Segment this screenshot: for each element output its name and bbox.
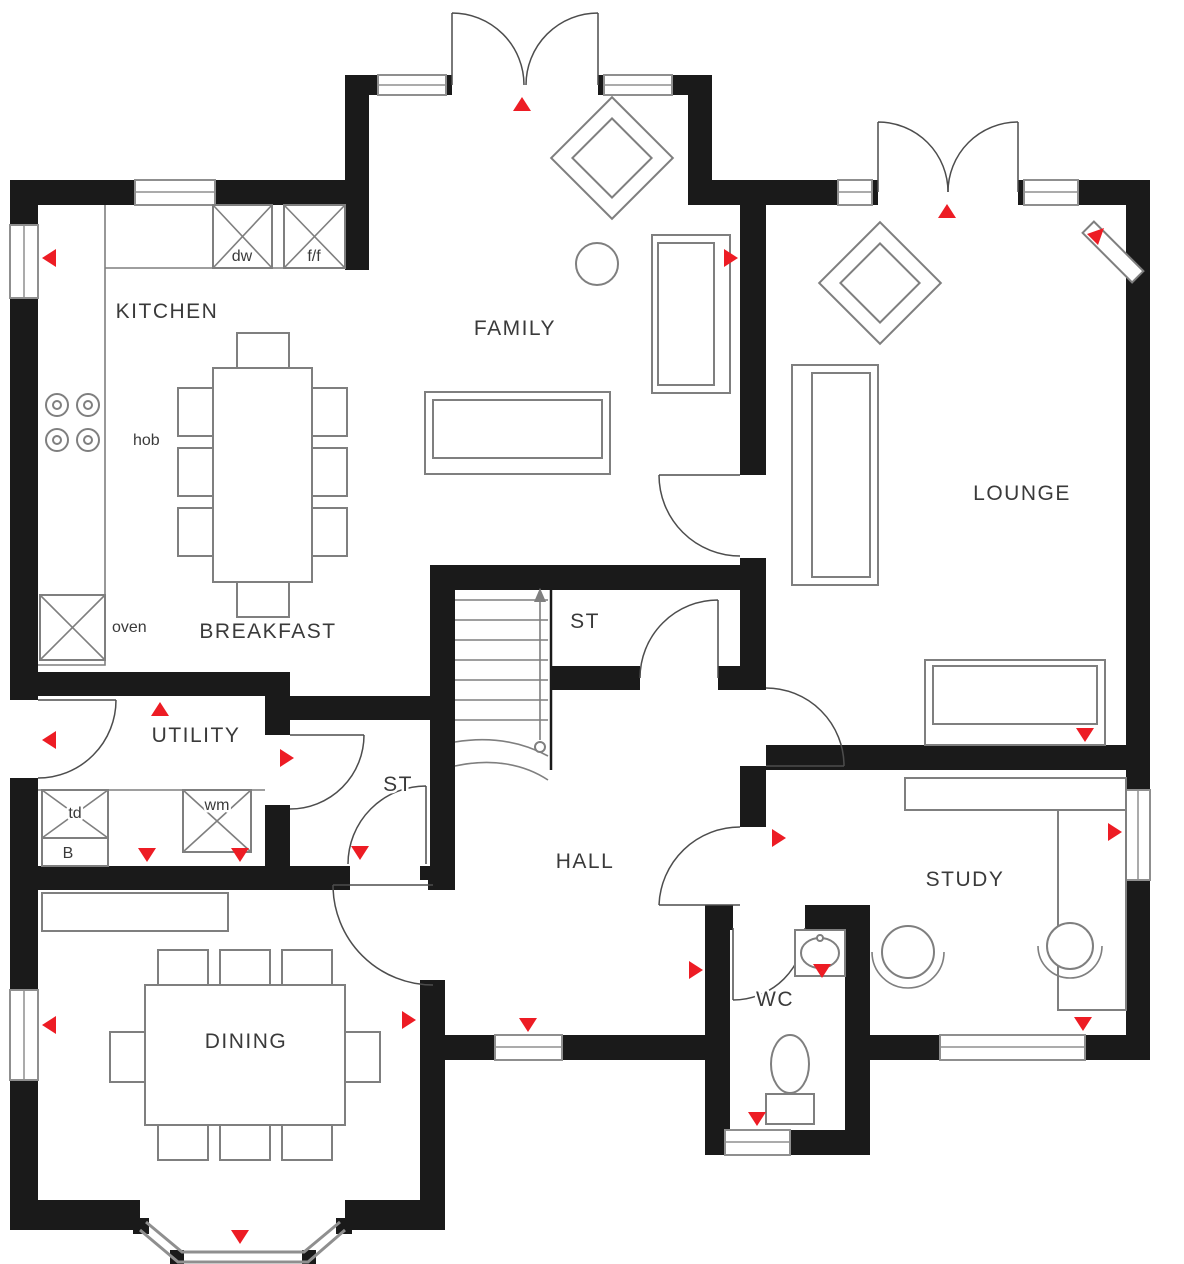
door-lounge: [765, 687, 845, 767]
lounge-sofa-bottom: [924, 659, 1106, 746]
breakfast-table: [177, 332, 348, 618]
wc-toilet: [765, 1034, 815, 1125]
family-armchair: [549, 95, 675, 221]
window: [9, 224, 39, 299]
red-arrow-marker: [813, 964, 831, 978]
label-hob: hob: [133, 432, 160, 449]
red-arrow-marker: [724, 249, 738, 267]
study-chair-1: [871, 925, 945, 989]
room-label-utility: UTILITY: [152, 724, 241, 747]
red-arrow-marker: [231, 848, 249, 862]
staircase: [454, 565, 553, 781]
red-arrow-marker: [748, 1112, 766, 1126]
label-fridge-freezer: f/f: [307, 248, 321, 265]
door-utility-external: [37, 699, 117, 779]
red-arrow-marker: [772, 829, 786, 847]
window: [724, 1129, 791, 1156]
red-arrow-marker: [42, 1016, 56, 1034]
dining-sideboard: [41, 892, 229, 932]
room-label-breakfast: BREAKFAST: [199, 620, 336, 643]
room-label-lounge: LOUNGE: [973, 482, 1071, 505]
window: [603, 74, 673, 96]
door-utility-inner: [289, 734, 365, 810]
window: [939, 1034, 1086, 1061]
french-door-lounge: [877, 121, 1019, 193]
label-dishwasher: dw: [232, 248, 253, 265]
window: [9, 989, 39, 1081]
red-arrow-marker: [1074, 1017, 1092, 1031]
label-washing-machine: wm: [204, 797, 230, 814]
red-arrow-marker: [151, 702, 169, 716]
labels: KITCHEN FAMILY LOUNGE BREAKFAST UTILITY …: [60, 246, 1072, 1056]
family-sofa-right: [651, 234, 731, 394]
dining-table: [109, 949, 381, 1161]
family-sofa-bottom: [424, 391, 611, 475]
door-dining: [332, 884, 434, 986]
red-arrow-marker: [351, 846, 369, 860]
window: [1023, 179, 1079, 206]
window: [134, 179, 216, 206]
red-arrow-marker: [138, 848, 156, 862]
door-store-hall: [347, 785, 427, 865]
study-shelf: [904, 777, 1127, 811]
room-label-dining: DINING: [205, 1030, 288, 1053]
dishwasher-unit: [212, 204, 273, 269]
room-label-hall: HALL: [556, 850, 615, 873]
red-arrow-marker: [689, 961, 703, 979]
red-arrow-marker: [280, 749, 294, 767]
bay-window: [139, 1220, 346, 1264]
red-arrow-marker: [1076, 728, 1094, 742]
door-store-landing: [639, 599, 719, 679]
room-label-study: STUDY: [926, 868, 1005, 891]
red-markers: [42, 97, 1122, 1244]
window: [377, 74, 447, 96]
tumble-dryer-unit: [41, 789, 109, 839]
room-label-store-landing: ST: [570, 610, 600, 633]
window: [837, 179, 873, 206]
red-arrow-marker: [1087, 228, 1104, 245]
red-arrow-marker: [938, 204, 956, 218]
french-door-family: [451, 12, 599, 86]
room-label-wc: WC: [756, 988, 794, 1011]
red-arrow-marker: [42, 249, 56, 267]
oven-unit: [39, 594, 106, 661]
study-chair-2: [1037, 922, 1103, 979]
windows: [9, 74, 1151, 1264]
lounge-sofa-left: [791, 364, 879, 586]
doors: [37, 12, 1019, 1001]
lounge-armchair: [817, 220, 943, 346]
red-arrow-marker: [1108, 823, 1122, 841]
label-boiler: B: [63, 845, 74, 862]
red-arrow-marker: [513, 97, 531, 111]
red-arrow-marker: [402, 1011, 416, 1029]
red-arrow-marker: [42, 731, 56, 749]
label-tumble-dryer: td: [68, 805, 81, 822]
family-side-table: [575, 242, 619, 286]
red-arrow-marker: [519, 1018, 537, 1032]
walls: [10, 75, 1150, 1264]
washing-machine-unit: [182, 789, 252, 853]
window: [494, 1034, 563, 1061]
furniture: [38, 95, 1145, 1161]
door-study: [658, 826, 741, 906]
room-label-family: FAMILY: [474, 317, 556, 340]
stair-direction-arrow: [534, 588, 546, 602]
study-desk: [1057, 809, 1127, 1011]
hob-unit: [45, 393, 100, 452]
red-arrow-marker: [231, 1230, 249, 1244]
room-label-kitchen: KITCHEN: [116, 300, 219, 323]
door-family: [658, 474, 741, 557]
boiler-unit: [41, 837, 109, 867]
room-label-store-hall: ST: [383, 773, 413, 796]
window: [1125, 789, 1151, 881]
fridge-freezer-unit: [283, 204, 346, 269]
label-oven: oven: [112, 619, 147, 636]
